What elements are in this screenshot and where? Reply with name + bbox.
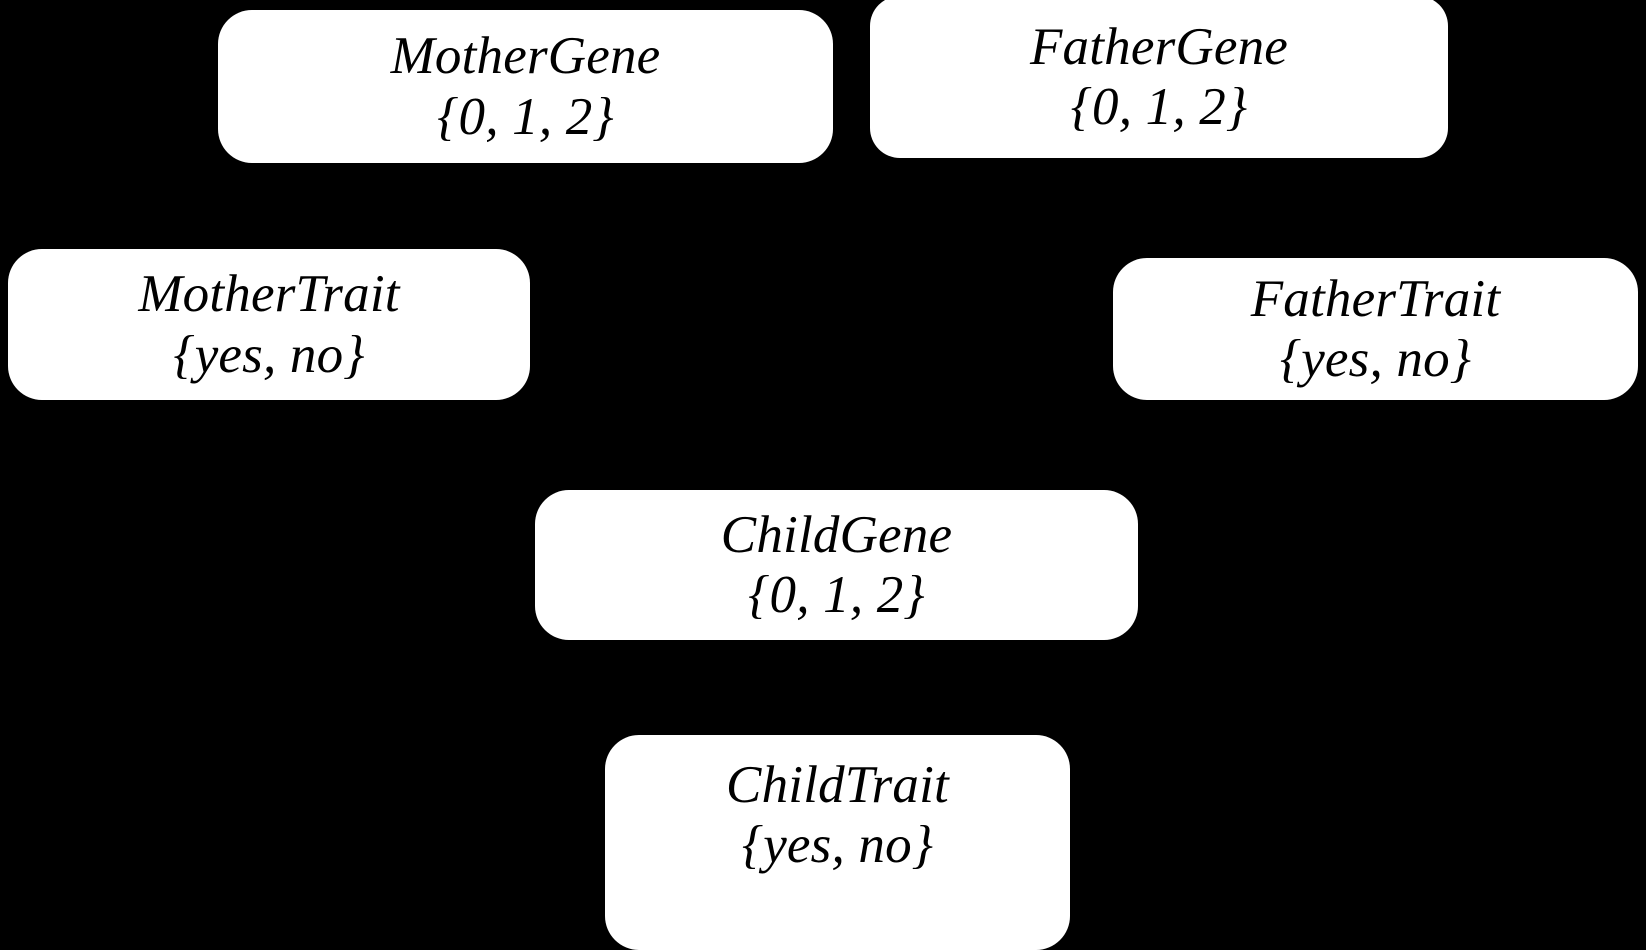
node-child-gene-domain: {0, 1, 2} bbox=[748, 566, 925, 624]
node-child-trait-domain: {yes, no} bbox=[741, 816, 934, 875]
node-father-gene[interactable]: FatherGene {0, 1, 2} bbox=[870, 0, 1448, 158]
node-father-gene-label: FatherGene bbox=[1029, 17, 1289, 76]
node-father-trait[interactable]: FatherTrait {yes, no} bbox=[1113, 258, 1638, 400]
node-father-trait-domain: {yes, no} bbox=[1279, 330, 1472, 388]
node-mother-trait-domain: {yes, no} bbox=[173, 325, 365, 384]
node-child-gene-label: ChildGene bbox=[720, 505, 953, 564]
node-mother-trait[interactable]: MotherTrait {yes, no} bbox=[8, 249, 530, 400]
node-mother-gene[interactable]: MotherGene {0, 1, 2} bbox=[218, 10, 833, 163]
node-child-trait[interactable]: ChildTrait {yes, no} bbox=[605, 735, 1070, 950]
node-mother-gene-label: MotherGene bbox=[390, 27, 661, 86]
node-father-gene-domain: {0, 1, 2} bbox=[1070, 78, 1248, 136]
node-mother-gene-domain: {0, 1, 2} bbox=[437, 87, 614, 146]
node-mother-trait-label: MotherTrait bbox=[138, 265, 400, 324]
node-child-trait-label: ChildTrait bbox=[726, 756, 949, 814]
node-child-gene[interactable]: ChildGene {0, 1, 2} bbox=[535, 490, 1138, 640]
node-father-trait-label: FatherTrait bbox=[1250, 269, 1501, 328]
